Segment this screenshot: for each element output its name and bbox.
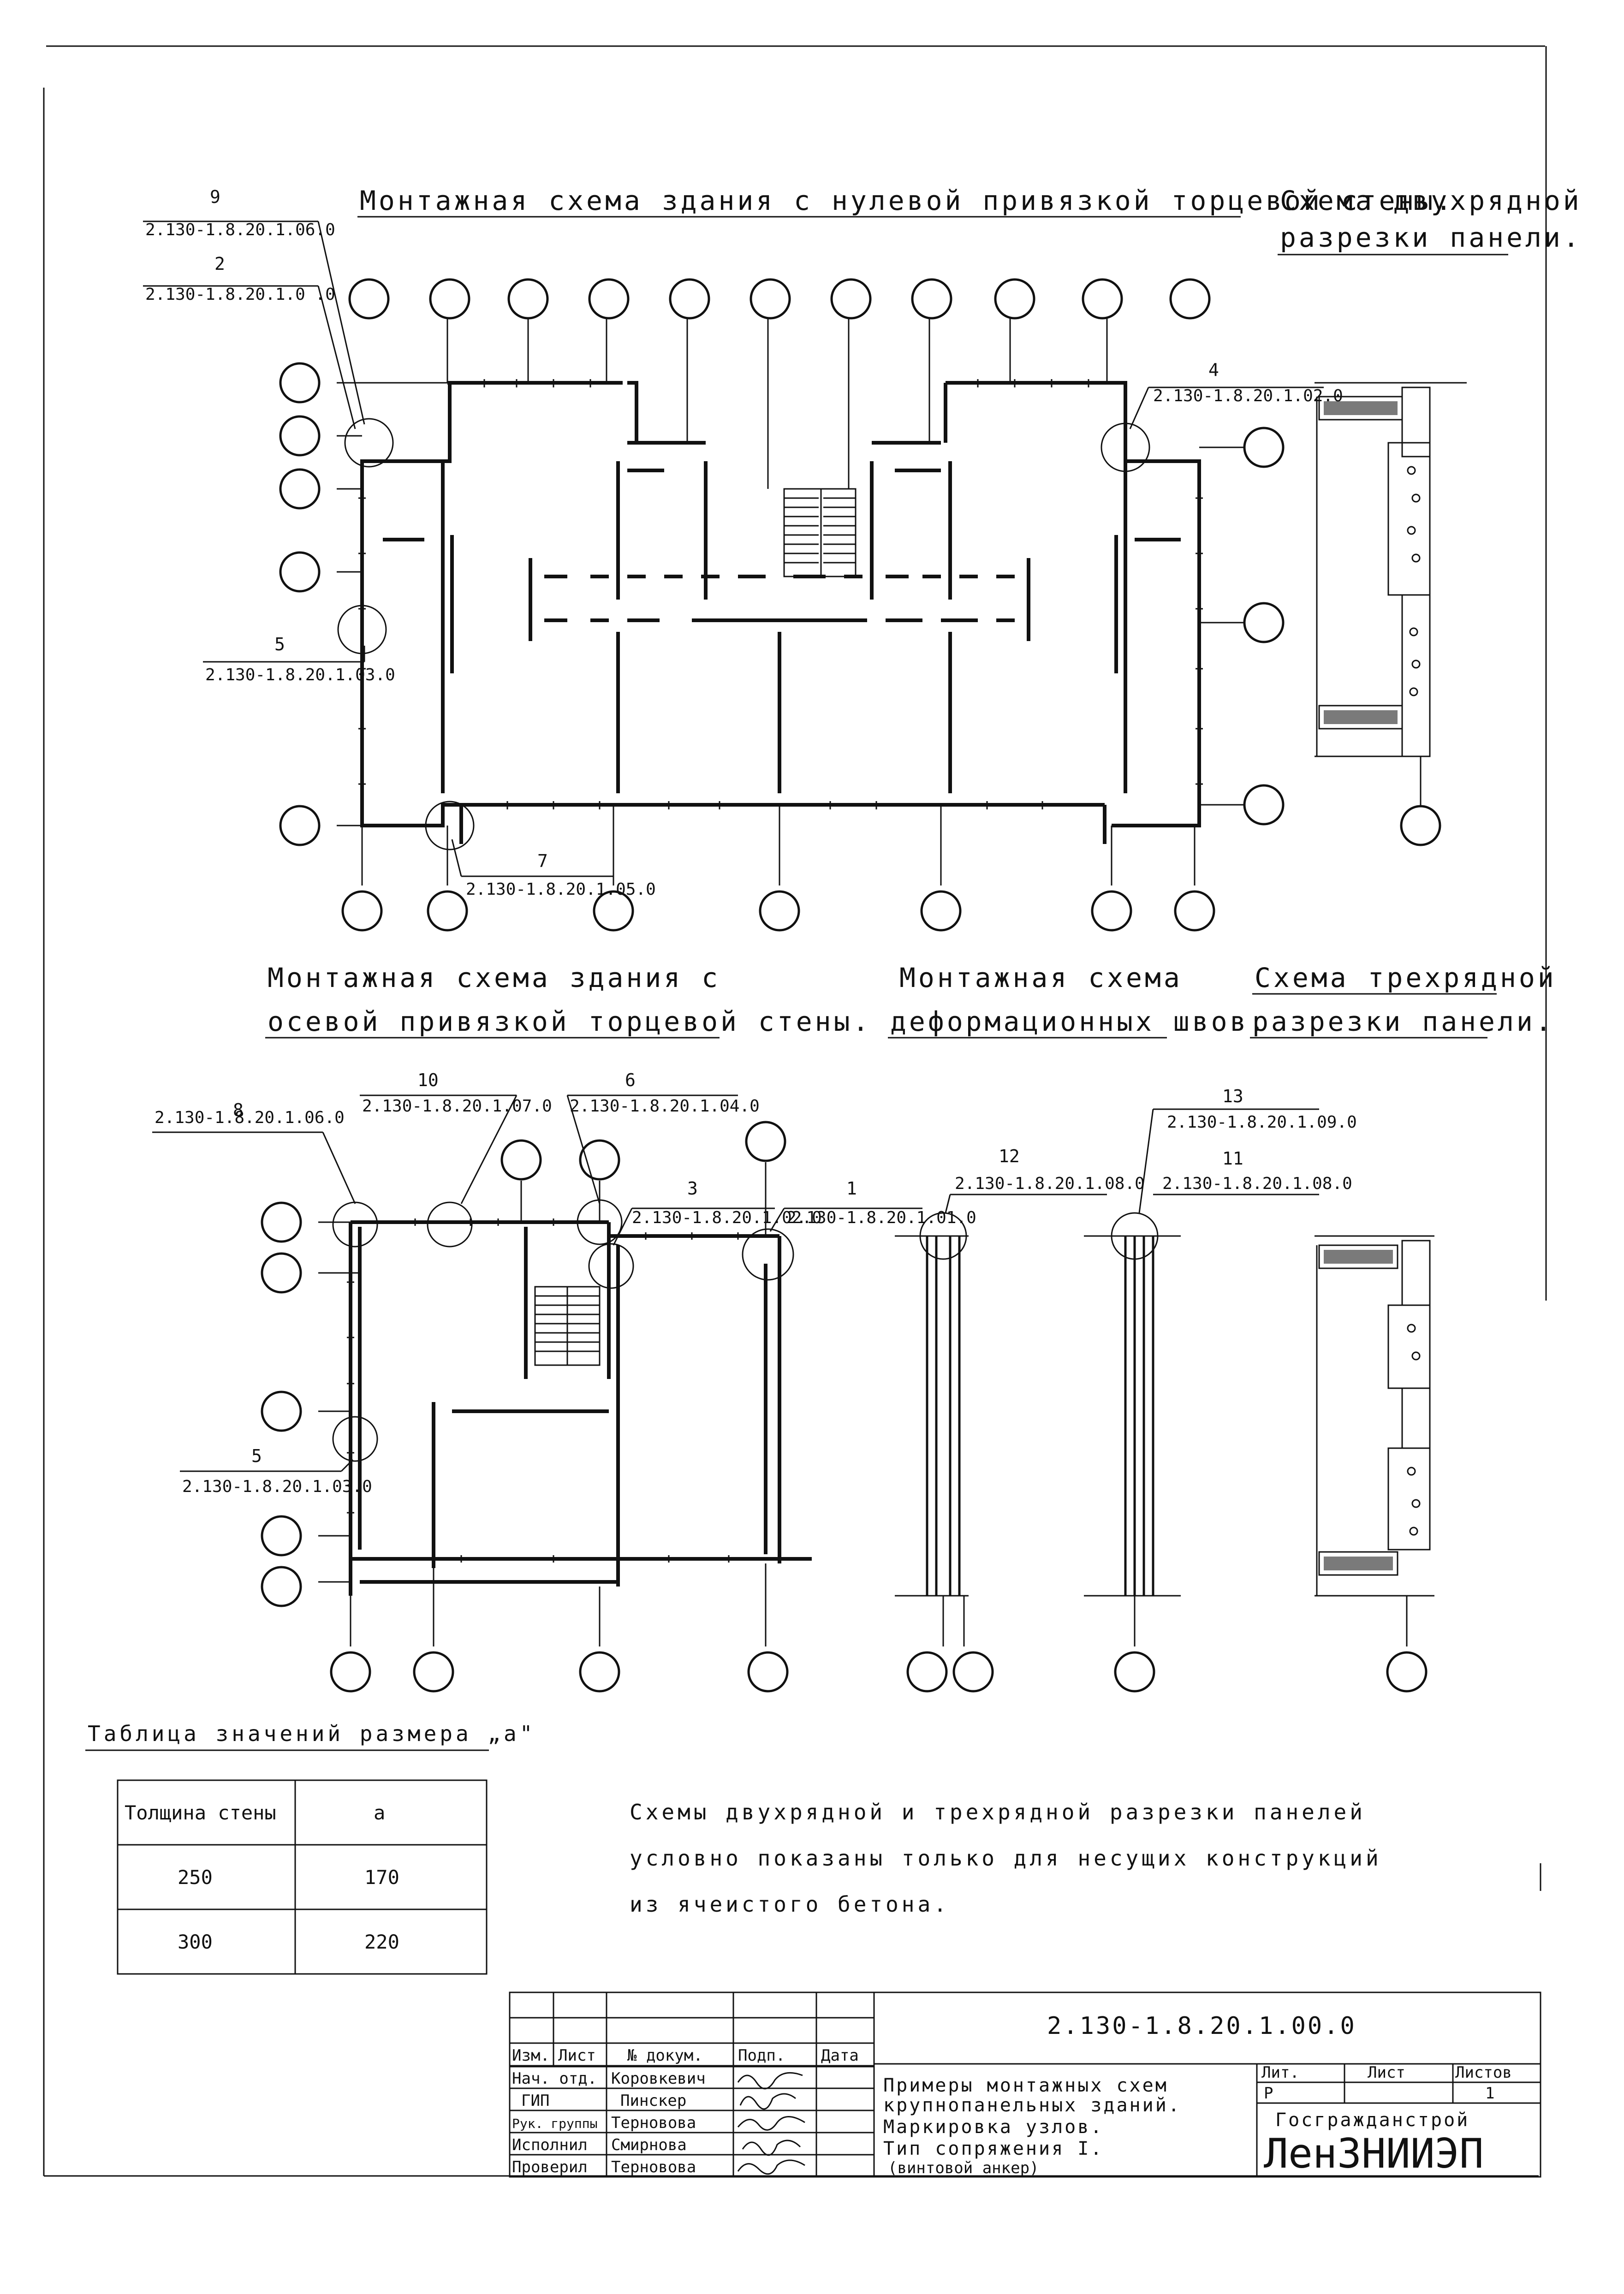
size-table: Таблица значений размера „a" Толщина сте… (85, 1721, 535, 1975)
joints-title-1: Монтажная схема (899, 962, 1183, 993)
joint-callout-13-code: 2.130-1.8.20.1.09.0 (1167, 1113, 1357, 1132)
stamp-sheets-label: Листов (1455, 2063, 1512, 2082)
table-cell-r1-c2: 170 (364, 1866, 399, 1889)
note-line-1: Схемы двухрядной и трехрядной разрезки п… (630, 1800, 1366, 1825)
p2-callout-3-num: 3 (687, 1178, 698, 1199)
note-line-2: условно показаны только для несущих конс… (630, 1846, 1382, 1871)
table-header-a: a (374, 1801, 385, 1824)
joint-callout-13-num: 13 (1222, 1086, 1243, 1106)
stamp-desc-5: (винтовой анкер) (888, 2159, 1039, 2177)
joints-title-2: деформационных швов. (890, 1006, 1267, 1037)
callout-4-code: 2.130-1.8.20.1.02.0 (1153, 386, 1343, 405)
callout-7-code: 2.130-1.8.20.1.05.0 (466, 880, 656, 899)
joint-callout-12-num: 12 (999, 1146, 1020, 1166)
signatures (737, 2072, 805, 2175)
stamp-desc-4: Тип сопряжения I. (883, 2138, 1103, 2159)
stamp-role-4: Исполнил (512, 2136, 588, 2154)
callout-9-num: 9 (210, 187, 220, 207)
three-row-title-2: разрезки панели. (1252, 1006, 1554, 1037)
p2-callout-3-code: 2.130-1.8.20.1.02.0 (632, 1208, 822, 1227)
stamp-agency: Госгражданстрой (1275, 2110, 1469, 2131)
joint-callout-11-code: 2.130-1.8.20.1.08.0 (1162, 1174, 1352, 1193)
p2-callout-10-code: 2.130-1.8.20.1.07.0 (362, 1097, 552, 1116)
table-title: Таблица значений размера „a" (88, 1721, 535, 1746)
callout-5-code: 2.130-1.8.20.1.03.0 (205, 666, 395, 684)
p2-callout-5-code: 2.130-1.8.20.1.03.0 (182, 1477, 372, 1496)
p2-callout-8-code: 2.130-1.8.20.1.06.0 (155, 1108, 345, 1127)
stamp-col-sign: Подп. (738, 2046, 785, 2065)
stamp-name-2: Пинскер (620, 2092, 686, 2110)
stamp-col-date: Дата (821, 2046, 859, 2065)
general-note: Схемы двухрядной и трехрядной разрезки п… (630, 1800, 1382, 1917)
sheet-frame (43, 45, 1547, 2177)
stamp-stage-label: Лит. (1261, 2063, 1299, 2082)
two-row-title-2: разрезки панели. (1280, 222, 1582, 253)
callout-5-num: 5 (274, 634, 285, 654)
stamp-role-3: Рук. группы (512, 2116, 597, 2131)
note-line-3: из ячеистого бетона. (630, 1892, 950, 1917)
plan2-floor-plan (261, 1121, 812, 1693)
p2-callout-6-num: 6 (625, 1070, 636, 1090)
plan2-callouts: 8 2.130-1.8.20.1.06.0 10 2.130-1.8.20.1.… (152, 1070, 976, 1496)
table-header-thickness: Толщина стены (125, 1801, 276, 1824)
deformation-joints: 12 2.130-1.8.20.1.08.0 13 2.130-1.8.20.1… (895, 1086, 1357, 1693)
callout-9-code: 2.130-1.8.20.1.06.0 (145, 220, 335, 239)
stamp-desc-1: Примеры монтажных схем (883, 2075, 1168, 2096)
stamp-desc-2: крупнопанельных зданий. (883, 2095, 1181, 2116)
stamp-role-5: Проверил (512, 2158, 588, 2176)
joint-callout-11-num: 11 (1222, 1148, 1243, 1169)
plan1-title: Монтажная схема здания с нулевой привязк… (360, 185, 1454, 216)
stamp-doc-code: 2.130-1.8.20.1.00.0 (1047, 2012, 1356, 2040)
stamp-stage: Р (1264, 2084, 1273, 2103)
table-cell-r2-c1: 300 (178, 1931, 213, 1953)
three-row-title-1: Схема трехрядной (1255, 962, 1557, 993)
stamp-sheet-label: Лист (1368, 2063, 1405, 2082)
stamp-col-sheet: Лист (558, 2046, 596, 2065)
plan2-title-1: Монтажная схема здания с (268, 962, 720, 993)
two-row-panel-section (1315, 382, 1467, 807)
callout-4-num: 4 (1208, 360, 1219, 380)
stamp-name-1: Коровкевич (611, 2069, 706, 2088)
title-block: Изм. Лист № докум. Подп. Дата Нач. отд. … (509, 1991, 1541, 2178)
two-row-title-1: Схема двухрядной (1280, 185, 1582, 216)
plan1-callouts: 9 2.130-1.8.20.1.06.0 2 2.130-1.8.20.1.0… (143, 187, 1343, 899)
p2-callout-10-num: 10 (417, 1070, 439, 1090)
table-cell-r1-c1: 250 (178, 1866, 213, 1889)
stamp-org: ЛенЗНИИЭП (1264, 2130, 1484, 2177)
stamp-sheet: 1 (1485, 2084, 1494, 2103)
stamp-col-docnum: № докум. (627, 2046, 703, 2065)
stamp-name-3: Терновова (611, 2114, 696, 2132)
p2-callout-6-code: 2.130-1.8.20.1.04.0 (570, 1097, 760, 1116)
stamp-desc-3: Маркировка узлов. (883, 2116, 1103, 2138)
callout-2-code: 2.130-1.8.20.1.0 .0 (145, 285, 335, 304)
stamp-name-5: Терновова (611, 2158, 696, 2176)
p2-callout-1-num: 1 (846, 1178, 857, 1199)
p2-callout-1-code: 2.130-1.8.20.1.01.0 (786, 1208, 976, 1227)
stamp-name-4: Смирнова (611, 2136, 687, 2154)
three-row-panel-section (1315, 1235, 1434, 1693)
stamp-role-1: Нач. отд. (512, 2069, 597, 2088)
stamp-role-2: ГИП (521, 2092, 549, 2110)
table-cell-r2-c2: 220 (364, 1931, 399, 1953)
p2-callout-5-num: 5 (251, 1446, 262, 1466)
stamp-col-rev: Изм. (512, 2046, 550, 2065)
callout-2-num: 2 (214, 254, 225, 274)
callout-7-num: 7 (537, 851, 548, 871)
plan2-title-2: осевой привязкой торцевой стены. (268, 1006, 871, 1037)
plan1-floor-plan (279, 278, 1441, 932)
p2-callout-8-num: 8 (233, 1100, 244, 1120)
joint-callout-12-code: 2.130-1.8.20.1.08.0 (955, 1174, 1145, 1193)
